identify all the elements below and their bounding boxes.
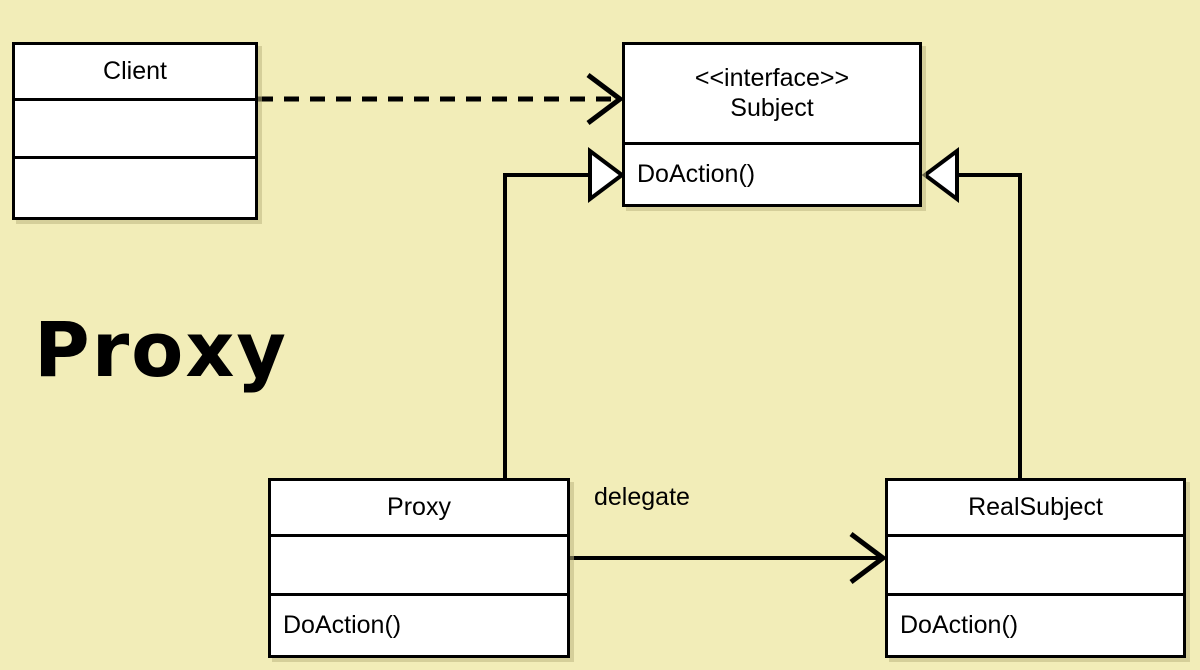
edge-proxy-delegates-realsubject (570, 532, 888, 584)
class-methods-compartment (15, 156, 255, 217)
interface-name-compartment: <<interface>> Subject (625, 45, 919, 142)
class-methods-compartment: DoAction() (271, 593, 567, 655)
class-name-label: RealSubject (968, 492, 1103, 521)
interface-method-label: DoAction() (637, 160, 756, 188)
class-name-label: Proxy (387, 492, 451, 521)
class-name-compartment: Proxy (271, 481, 567, 534)
class-method-label: DoAction() (900, 611, 1019, 639)
class-name-label: Client (103, 56, 167, 85)
class-box-client[interactable]: Client (12, 42, 258, 220)
edge-client-uses-subject (258, 73, 625, 125)
class-attributes-compartment (15, 98, 255, 156)
class-methods-compartment: DoAction() (888, 593, 1183, 655)
class-method-label: DoAction() (283, 611, 402, 639)
open-arrowhead-icon (586, 73, 625, 125)
realization-line (957, 173, 1022, 478)
edge-realsubject-realizes-subject (921, 147, 1022, 478)
open-arrowhead-icon (849, 532, 888, 584)
interface-name-label: <<interface>> Subject (694, 64, 850, 122)
class-attributes-compartment (888, 534, 1183, 593)
interface-methods-compartment: DoAction() (625, 142, 919, 204)
class-box-proxy[interactable]: Proxy DoAction() (268, 478, 570, 658)
hollow-triangle-arrowhead-icon (588, 147, 626, 203)
edge-proxy-realizes-subject (503, 147, 626, 478)
pattern-title: Proxy (34, 305, 288, 394)
class-name-compartment: Client (15, 45, 255, 98)
realization-line (503, 173, 590, 478)
hollow-triangle-arrowhead-icon (921, 147, 959, 203)
class-box-subject[interactable]: <<interface>> Subject DoAction() (622, 42, 922, 207)
edge-label-delegate: delegate (594, 483, 690, 511)
class-attributes-compartment (271, 534, 567, 593)
class-name-compartment: RealSubject (888, 481, 1183, 534)
class-box-realsubject[interactable]: RealSubject DoAction() (885, 478, 1186, 658)
